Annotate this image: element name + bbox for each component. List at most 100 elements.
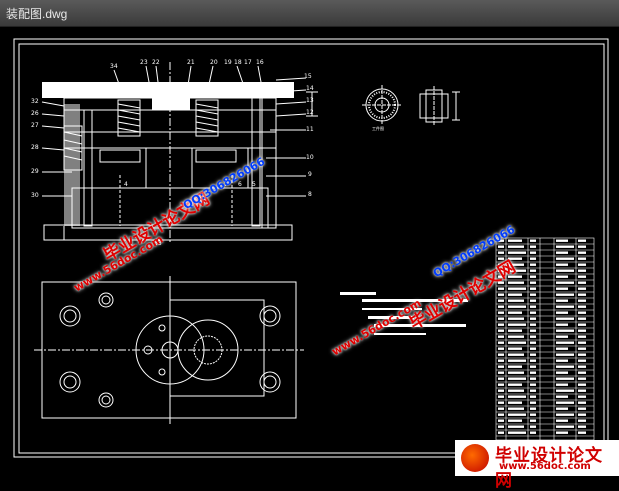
logo-mark-icon bbox=[461, 444, 489, 472]
table-cell-text bbox=[508, 239, 522, 242]
table-cell-text bbox=[498, 317, 504, 320]
table-cell-text bbox=[508, 263, 524, 266]
table-cell-text bbox=[578, 347, 586, 350]
table-cell-text bbox=[498, 299, 504, 302]
table-cell-text bbox=[578, 317, 586, 320]
table-cell-text bbox=[578, 395, 586, 398]
table-cell-text bbox=[508, 401, 522, 404]
table-cell-text bbox=[508, 245, 524, 248]
table-cell-text bbox=[578, 407, 586, 410]
table-cell-text bbox=[530, 329, 536, 332]
label-13: 13 bbox=[306, 97, 314, 104]
label-8: 8 bbox=[308, 191, 312, 198]
table-cell-text bbox=[498, 425, 504, 428]
table-cell-text bbox=[498, 305, 504, 308]
table-cell-text bbox=[556, 305, 574, 308]
table-cell-text bbox=[578, 413, 586, 416]
table-cell-text bbox=[578, 251, 586, 254]
label-19: 19 bbox=[224, 59, 232, 66]
table-cell-text bbox=[498, 329, 504, 332]
table-cell-text bbox=[556, 269, 574, 272]
table-cell-text bbox=[578, 257, 586, 260]
table-cell-text bbox=[578, 329, 586, 332]
table-cell-text bbox=[530, 365, 536, 368]
label-17: 17 bbox=[244, 59, 252, 66]
table-cell-text bbox=[556, 413, 574, 416]
table-cell-text bbox=[556, 353, 574, 356]
table-cell-text bbox=[508, 275, 522, 278]
label-26: 26 bbox=[31, 110, 39, 117]
table-cell-text bbox=[508, 395, 526, 398]
table-cell-text bbox=[530, 377, 536, 380]
table-cell-text bbox=[556, 401, 574, 404]
table-cell-text bbox=[578, 263, 586, 266]
table-cell-text bbox=[508, 317, 524, 320]
table-cell-text bbox=[498, 413, 504, 416]
table-cell-text bbox=[498, 401, 504, 404]
table-cell-text bbox=[498, 377, 504, 380]
table-cell-text bbox=[556, 371, 568, 374]
table-cell-text bbox=[556, 329, 574, 332]
table-cell-text bbox=[578, 323, 586, 326]
table-cell-text bbox=[578, 419, 586, 422]
table-cell-text bbox=[508, 359, 526, 362]
label-12: 12 bbox=[306, 109, 314, 116]
table-cell-text bbox=[498, 431, 504, 434]
table-cell-text bbox=[556, 323, 568, 326]
table-cell-text bbox=[530, 413, 536, 416]
table-cell-text bbox=[508, 269, 526, 272]
part-drawing bbox=[362, 85, 460, 126]
table-cell-text bbox=[556, 317, 574, 320]
table-cell-text bbox=[556, 347, 568, 350]
table-cell-text bbox=[530, 419, 536, 422]
window-titlebar: 装配图.dwg bbox=[0, 0, 619, 27]
table-cell-text bbox=[530, 251, 536, 254]
label-15: 15 bbox=[304, 73, 312, 80]
outer-frame bbox=[13, 38, 609, 458]
label-4: 4 bbox=[124, 181, 128, 188]
table-cell-text bbox=[578, 299, 586, 302]
table-cell-text bbox=[508, 287, 526, 290]
table-cell-text bbox=[508, 377, 526, 380]
table-cell-text bbox=[578, 371, 586, 374]
table-cell-text bbox=[498, 287, 504, 290]
table-cell-text bbox=[508, 371, 524, 374]
table-cell-text bbox=[530, 245, 536, 248]
table-cell-text bbox=[508, 311, 522, 314]
label-20: 20 bbox=[210, 59, 218, 66]
label-21: 21 bbox=[187, 59, 195, 66]
table-cell-text bbox=[498, 359, 504, 362]
table-cell-text bbox=[508, 281, 524, 284]
table-cell-text bbox=[578, 383, 586, 386]
table-cell-text bbox=[498, 281, 504, 284]
label-10: 10 bbox=[306, 154, 314, 161]
table-cell-text bbox=[530, 293, 536, 296]
table-cell-text bbox=[498, 251, 504, 254]
table-cell-text bbox=[530, 299, 536, 302]
table-cell-text bbox=[530, 353, 536, 356]
table-cell-text bbox=[498, 257, 504, 260]
table-cell-text bbox=[508, 323, 526, 326]
table-cell-text bbox=[498, 263, 504, 266]
table-cell-text bbox=[498, 335, 504, 338]
table-cell-text bbox=[556, 431, 568, 434]
table-cell-text bbox=[498, 365, 504, 368]
table-cell-text bbox=[530, 263, 536, 266]
table-cell-text bbox=[508, 431, 526, 434]
table-cell-text bbox=[530, 341, 536, 344]
site-logo: 毕业设计论文网 www.56doc.com bbox=[455, 440, 619, 491]
table-cell-text bbox=[578, 293, 586, 296]
table-cell-text bbox=[530, 269, 536, 272]
technical-notes bbox=[340, 292, 468, 335]
table-cell-text bbox=[556, 335, 568, 338]
label-34: 34 bbox=[110, 63, 118, 70]
table-cell-text bbox=[530, 359, 536, 362]
plan-view bbox=[34, 276, 304, 424]
table-cell-text bbox=[498, 383, 504, 386]
table-cell-text bbox=[498, 245, 504, 248]
label-27: 27 bbox=[31, 122, 39, 129]
table-cell-text bbox=[508, 257, 522, 260]
drawing-canvas[interactable]: 34 23 22 21 20 19 18 17 16 15 14 13 12 1… bbox=[0, 27, 619, 476]
table-cell-text bbox=[530, 431, 536, 434]
table-cell-text bbox=[530, 317, 536, 320]
